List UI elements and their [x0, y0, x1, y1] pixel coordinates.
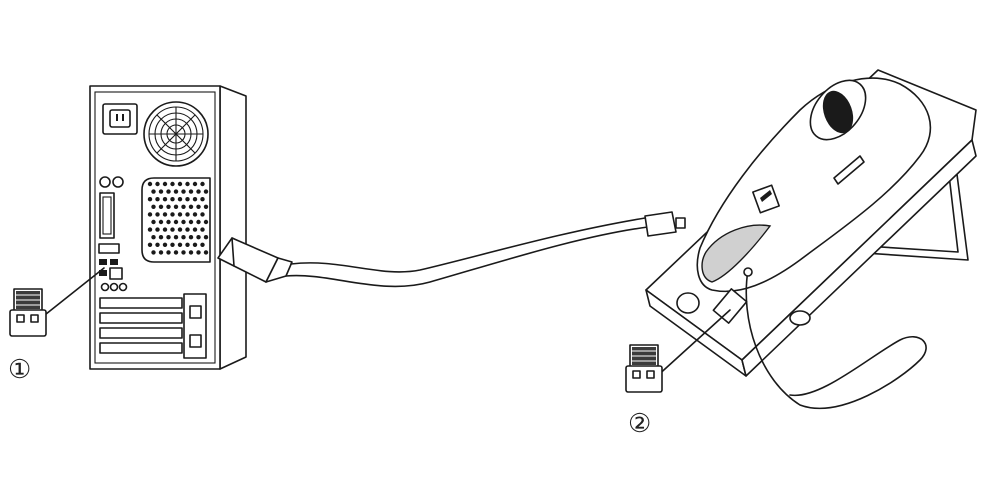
vent-hole	[155, 242, 160, 247]
vent-hole	[162, 181, 168, 187]
power-socket-icon	[102, 103, 138, 135]
psu-fan-icon	[143, 101, 209, 167]
vent-hole	[196, 189, 201, 194]
vent-hole	[196, 235, 201, 240]
vent-hole	[162, 212, 168, 217]
vent-hole	[203, 219, 209, 225]
vent-hole	[147, 227, 153, 232]
pc-tower	[89, 85, 247, 370]
vent-hole	[147, 212, 153, 217]
vent-hole	[173, 235, 179, 240]
vent-hole	[177, 181, 183, 187]
vent-hole	[170, 181, 175, 187]
vent-hole	[203, 189, 209, 194]
vent-hole	[173, 204, 179, 209]
vent-hole	[192, 242, 198, 247]
vent-hole	[177, 242, 183, 247]
usb-cable	[217, 211, 686, 288]
vent-hole	[155, 227, 160, 232]
vent-hole	[185, 181, 190, 187]
vent-hole	[151, 189, 156, 194]
vent-hole	[192, 212, 198, 217]
vent-hole	[200, 181, 205, 187]
vent-hole	[188, 204, 194, 209]
vent-hole	[200, 227, 205, 232]
vent-hole	[170, 242, 175, 247]
vent-hole	[177, 197, 183, 202]
vent-hole	[170, 212, 175, 217]
vent-hole	[147, 197, 153, 202]
usb-dongle-2	[625, 309, 731, 393]
vent-hole	[151, 204, 156, 209]
vent-hole	[185, 197, 190, 202]
vent-hole	[151, 250, 156, 255]
vent-hole	[173, 219, 179, 225]
vent-hole	[166, 235, 171, 240]
vent-hole	[188, 250, 194, 255]
vent-hole	[173, 189, 179, 194]
vent-hole	[151, 219, 156, 225]
vent-hole	[173, 250, 179, 255]
vent-hole	[158, 204, 164, 209]
vent-hole	[196, 219, 201, 225]
io-ports	[98, 176, 128, 292]
vent-hole	[158, 219, 164, 225]
dongle-2-label: ②	[628, 409, 652, 439]
vent-hole	[203, 204, 209, 209]
vent-hole	[162, 197, 168, 202]
vent-hole	[162, 227, 168, 232]
usb-dongle-1	[9, 267, 105, 337]
vent-hole	[185, 212, 190, 217]
vent-hole	[185, 242, 190, 247]
vent-hole	[158, 189, 164, 194]
vent-hole	[192, 197, 198, 202]
vent-hole	[166, 204, 171, 209]
vent-hole	[192, 181, 198, 187]
vent-hole	[181, 189, 186, 194]
vent-hole	[155, 197, 160, 202]
vent-hole	[155, 181, 160, 187]
vent-hole	[185, 227, 190, 232]
vent-hole	[181, 219, 186, 225]
vent-hole	[203, 235, 209, 240]
vent-hole	[170, 197, 175, 202]
vent-hole	[196, 204, 201, 209]
vent-hole	[181, 204, 186, 209]
vent-hole	[200, 212, 205, 217]
vent-hole	[177, 212, 183, 217]
vent-hole	[147, 242, 153, 247]
vent-hole	[203, 250, 209, 255]
barcode-scanner-cradle	[645, 69, 977, 410]
vent-hole	[200, 242, 205, 247]
vent-hole	[155, 212, 160, 217]
vent-hole	[181, 235, 186, 240]
vent-hole	[196, 250, 201, 255]
vent-hole	[158, 250, 164, 255]
vent-hole	[170, 227, 175, 232]
dongle-1-label: ①	[8, 355, 32, 385]
vent-hole	[158, 235, 164, 240]
vent-hole	[188, 219, 194, 225]
vent-hole	[188, 235, 194, 240]
vent-hole	[181, 250, 186, 255]
vent-hole	[177, 227, 183, 232]
vent-hole	[166, 250, 171, 255]
case-vent-grille	[141, 177, 211, 263]
vent-hole	[192, 227, 198, 232]
vent-hole	[151, 235, 156, 240]
vent-hole	[162, 242, 168, 247]
vent-hole	[200, 197, 205, 202]
expansion-slots	[99, 293, 207, 359]
vent-hole	[166, 219, 171, 225]
vent-hole	[147, 181, 153, 187]
vent-hole	[188, 189, 194, 194]
vent-hole	[166, 189, 171, 194]
